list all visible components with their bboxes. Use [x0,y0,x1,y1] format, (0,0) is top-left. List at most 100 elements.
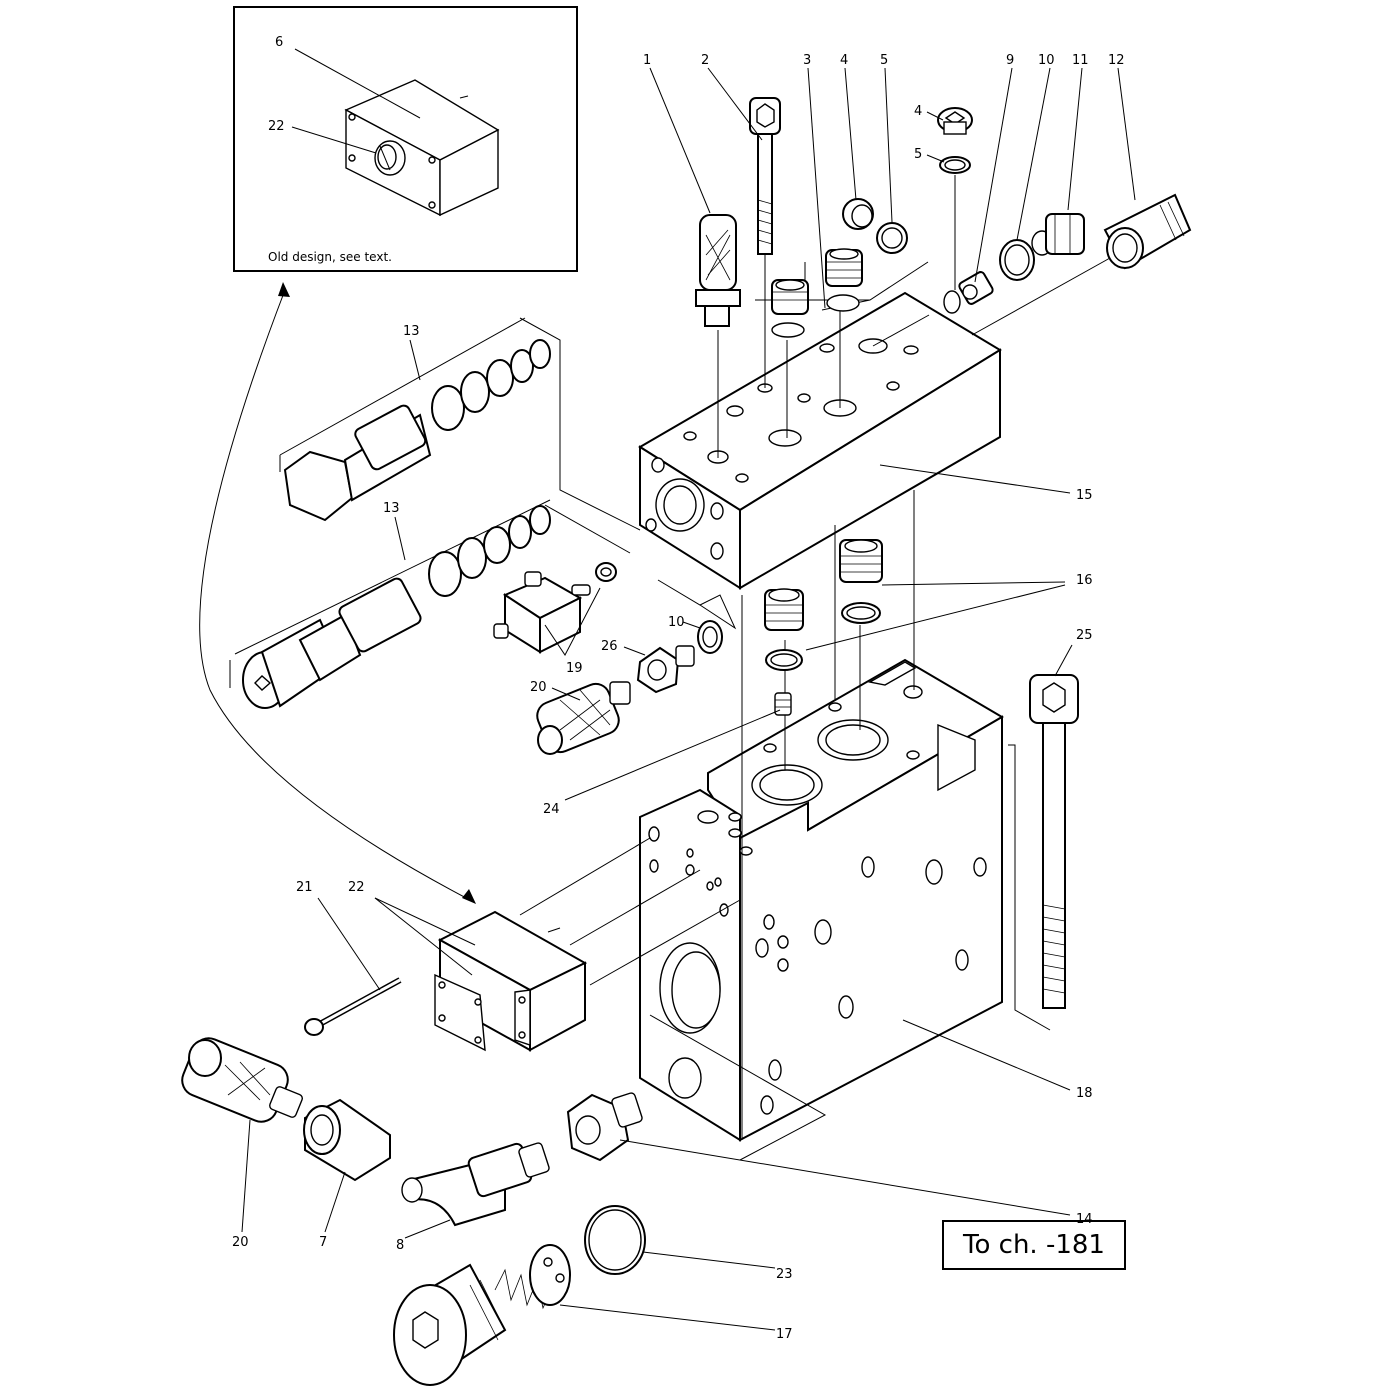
leader-9 [974,67,1013,283]
part-16-plug-a [764,588,804,671]
callout-5: 5 [880,53,888,68]
leader-17 [559,1304,776,1331]
part-21-screw [304,977,402,1036]
part-23-o-ring [584,1205,646,1275]
part-20-filter-upper [536,681,631,755]
callout-10: 10 [1038,53,1055,68]
callout-13-lower: 13 [383,501,400,516]
leader-4b [926,111,944,121]
leader-13b [394,516,406,561]
callout-3: 3 [803,53,811,68]
part-13-valve-upper [283,339,551,522]
part-13-valve-lower [242,505,551,709]
callout-2: 2 [701,53,709,68]
part-9-insert [943,271,994,314]
callout-25: 25 [1076,628,1093,643]
part-20-filter-lower [181,1037,303,1123]
part-10-seal-lower [697,620,723,654]
leader-1 [649,67,711,214]
leader-7 [324,1171,346,1233]
part-25-bolt [1029,674,1079,1009]
callout-9: 9 [1006,53,1014,68]
leader-13a [409,339,421,381]
callout-21: 21 [296,880,313,895]
callout-7: 7 [319,1235,327,1250]
part-8-elbow [401,1142,550,1227]
callout-13-upper: 13 [403,324,420,339]
leader-20a [551,687,581,701]
callout-labels: 1 2 3 4 5 9 10 11 12 4 5 6 22 13 13 15 1… [232,35,1125,1342]
part-24-insert [774,692,792,716]
leader-20b [241,1119,251,1233]
leader-21 [317,897,381,991]
leader-22b-a [374,897,476,946]
leader-15 [879,464,1071,494]
callout-26: 26 [601,639,618,654]
leader-23 [642,1251,776,1269]
leader-11 [1067,67,1083,211]
leader-24 [564,709,781,801]
inset-block-6 [344,79,500,217]
callout-24: 24 [543,802,560,817]
part-12-adapter [1103,193,1192,270]
leader-10 [1016,67,1051,241]
callout-20-lower: 20 [232,1235,249,1250]
arrowhead-down [462,889,476,904]
part-19-valve [493,562,617,654]
leader-6 [294,48,421,119]
callout-16: 16 [1076,573,1093,588]
callout-19: 19 [566,661,583,676]
part-4-cap-small [937,107,973,135]
callout-17: 17 [776,1327,793,1342]
manifold-block-15 [638,291,1002,590]
part-5-seal-small [939,156,971,174]
chapter-reference-box: To ch. -181 [942,1220,1126,1270]
part-5-seal [876,222,908,254]
leader-14 [619,1139,1071,1216]
callout-6: 6 [275,35,283,50]
leader-2 [707,67,763,141]
leader-16b [805,584,1066,651]
callout-4: 4 [840,53,848,68]
part-10-seal [999,239,1035,281]
callout-22-inset: 22 [268,119,285,134]
leader-10b [682,621,701,629]
leader-16a [881,581,1066,586]
leader-5 [884,67,893,223]
part-1-filter-fitting [695,214,741,327]
part-17-plug-spring [393,1244,571,1386]
leader-25 [1054,644,1073,677]
part-26-fitting [636,645,695,694]
leader-26 [623,646,646,656]
leader-12 [1117,67,1136,201]
callout-11: 11 [1072,53,1089,68]
inset-reference-arrow [199,289,471,901]
part-3-plug-b [825,248,863,312]
leader-22-inset [291,126,377,154]
callout-8: 8 [396,1238,404,1253]
leader-18 [902,1019,1071,1091]
arrowhead-up [278,282,290,297]
main-block-18 [639,658,1004,1142]
leader-19 [544,587,601,656]
callout-22: 22 [348,880,365,895]
leader-8 [404,1219,451,1239]
part-16-plug-b [839,539,883,624]
callout-18: 18 [1076,1086,1093,1101]
old-design-inset [233,6,578,272]
callout-23: 23 [776,1267,793,1282]
callout-20-upper: 20 [530,680,547,695]
part-22-solenoid-block [434,910,588,1052]
leader-4 [844,67,857,201]
part-14-hex-fitting [566,1092,643,1162]
callout-1: 1 [643,53,651,68]
callout-10-lower: 10 [668,615,685,630]
callout-5-small: 5 [914,147,922,162]
leader-5b [926,154,945,163]
part-11-fitting [1031,213,1085,256]
part-7-coupler [303,1098,391,1182]
part-4-cap [842,198,874,230]
leader-22b-b [374,897,473,976]
part-2-bolt [749,97,781,255]
